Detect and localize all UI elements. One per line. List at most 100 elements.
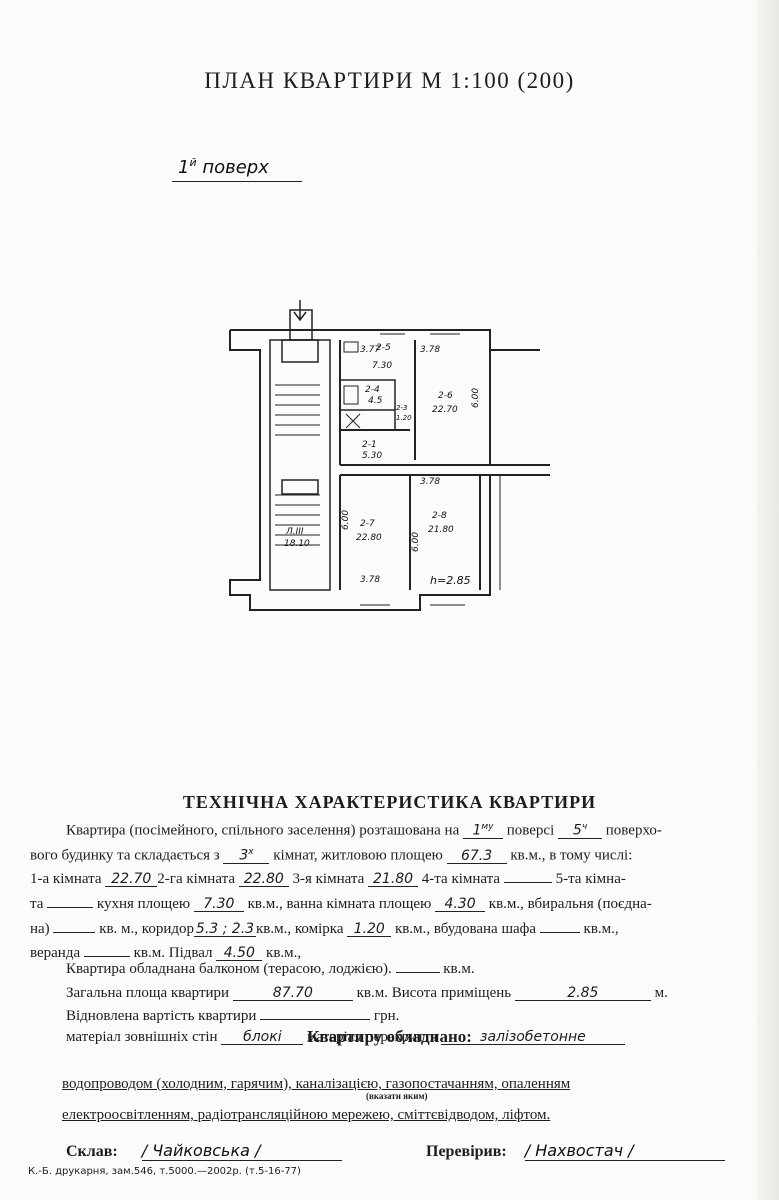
tech-text: Загальна площа квартири: [66, 985, 230, 1001]
plan-bathtub: [343, 385, 359, 405]
wall-material-value: блокі: [221, 1030, 304, 1045]
floor-note: 1й поверх: [178, 156, 269, 178]
basement-value: 4.50: [216, 946, 263, 961]
veranda-blank: [83, 944, 130, 957]
floor-value-number: 1: [472, 822, 482, 839]
floor-plan: 3.77 3.78 3.78 3.78 6.00 6.00 6.00 2-5 7…: [229, 300, 550, 611]
tech-text: кімнат, житловою площею: [273, 847, 443, 864]
compiled-label: Склав:: [66, 1143, 118, 1160]
checked-name: / Нахвостач /: [524, 1141, 725, 1161]
page-edge: [757, 0, 779, 1200]
tech-text: кв.м., в тому числі:: [510, 847, 633, 864]
tech-line-10: матеріал зовнішніх стін блокі матеріал п…: [66, 1029, 625, 1046]
value-blank: [260, 1007, 371, 1020]
storeys-value-number: 5: [572, 822, 582, 839]
plan-dim-4: 3.78: [360, 575, 380, 585]
plan-room-id: 2-4: [365, 385, 380, 395]
equipped-note: (вказати яким): [366, 1091, 428, 1101]
tech-text: кв.м., ванна кімната площею: [247, 896, 432, 912]
tech-text: кв.м.,: [266, 945, 302, 961]
tech-text: та: [30, 896, 44, 912]
tech-text: 2-га кімната: [157, 871, 235, 887]
plan-room-id: 2-7: [360, 519, 375, 529]
tech-line-9: Відновлена вартість квартири грн.: [66, 1007, 399, 1025]
tech-text: кв.м. Підвал: [133, 945, 213, 961]
tech-line-2: вого будинку та складається з 3х кімнат,…: [30, 845, 632, 865]
equipped-line-1: водопроводом (холодним, гарячим), каналі…: [62, 1076, 571, 1092]
plan-room-area: 1.20: [396, 414, 412, 422]
plan-room-id: 2-3: [396, 404, 407, 412]
bath-value: 4.30: [435, 897, 486, 912]
plan-room-area: 18.10: [284, 539, 310, 549]
storeys-value-suffix: ч: [581, 822, 588, 832]
floor-value-suffix: му: [481, 822, 494, 832]
equipped-heading: Квартиру обладнано:: [307, 1027, 472, 1046]
tech-text: кв. м., коридор: [99, 921, 194, 937]
tech-text: 5-та кімна-: [555, 871, 626, 887]
plan-room-area: 22.80: [356, 533, 382, 543]
tech-text: Квартира обладнана балконом (терасою, ло…: [66, 961, 392, 977]
plan-windows: [360, 333, 465, 606]
floor-note-suffix: й: [189, 156, 197, 169]
tech-text: грн.: [373, 1008, 400, 1024]
closet-value: 1.20: [347, 922, 392, 937]
rooms-value-number: 3: [239, 847, 249, 864]
plan-bath-wall: [340, 379, 396, 430]
room-5-blank: [47, 895, 94, 908]
floor-note-word: поверх: [202, 157, 269, 178]
tech-line-4: та кухня площею 7.30 кв.м., ванна кімнат…: [30, 895, 652, 913]
tech-text: матеріал зовнішніх стін: [66, 1029, 218, 1045]
plan-room-area: 21.80: [428, 525, 454, 535]
tech-text: кв.м.,: [583, 921, 619, 937]
plan-lift: [281, 479, 319, 495]
plan-stair-steps-1: [275, 384, 320, 436]
plan-dim-5: 6.00: [471, 388, 481, 408]
plan-outer-wall: [229, 330, 550, 611]
plan-dim-7: 6.00: [411, 532, 421, 552]
total-area-value: 87.70: [232, 986, 353, 1001]
tech-heading: ТЕХНІЧНА ХАРАКТЕРИСТИКА КВАРТИРИ: [182, 792, 597, 812]
plan-room-area: 22.70: [432, 405, 458, 415]
tech-text: кв.м., комірка: [256, 921, 344, 937]
floor-value: 1му: [463, 820, 503, 839]
tech-text: веранда: [30, 945, 81, 961]
plan-chute: [281, 339, 319, 363]
corridor-value: 5.3 ; 2.3: [194, 921, 256, 937]
printer-imprint: К.-Б. друкарня, зам.546, т.5000.—2002р. …: [28, 1166, 301, 1177]
tech-text: Квартира (посімейного, спільного заселен…: [66, 822, 460, 839]
plan-stair-steps-2: [275, 494, 320, 546]
room-height-value: 2.85: [514, 986, 651, 1001]
plan-room-area: 4.5: [368, 396, 383, 406]
floor-note-underline: [172, 181, 302, 182]
tech-text: кухня площею: [96, 896, 191, 912]
room-2-value: 22.80: [238, 872, 289, 887]
living-area-value: 67.3: [446, 849, 507, 864]
plan-room-id: 2-1: [362, 440, 377, 450]
storeys-value: 5ч: [558, 820, 603, 839]
compiled-name: / Чайковська /: [141, 1141, 342, 1161]
tech-text: матеріал перекриття: [307, 1029, 438, 1045]
tech-text: кв.м., вбиральня (поєдна-: [488, 896, 652, 912]
plan-room-area: 7.30: [372, 361, 392, 371]
room-3-value: 21.80: [368, 872, 419, 887]
tech-line-7: Квартира обладнана балконом (терасою, ло…: [66, 960, 475, 978]
plan-dim-6: 6.00: [341, 510, 351, 530]
tech-text: кв.м., вбудована шафа: [394, 921, 537, 937]
tech-text: 3-я кімната: [292, 871, 365, 887]
tech-line-6: веранда кв.м. Підвал 4.50 кв.м.,: [30, 944, 301, 962]
floor-material-value: залізобетонне: [440, 1030, 625, 1045]
tech-text: кв.м.: [443, 961, 475, 977]
plan-dim-2: 3.78: [420, 345, 440, 355]
tech-text: поверхо-: [605, 822, 662, 839]
balcony-blank: [395, 960, 440, 973]
plan-shaft: [289, 309, 313, 341]
plan-stove: [343, 341, 359, 353]
compiled-block: Склав: / Чайковська /: [66, 1141, 342, 1161]
plan-stairwell: [269, 339, 331, 591]
plan-top-wall: [230, 329, 540, 351]
rooms-value-suffix: х: [248, 847, 254, 857]
tech-text: поверсі: [506, 822, 555, 839]
